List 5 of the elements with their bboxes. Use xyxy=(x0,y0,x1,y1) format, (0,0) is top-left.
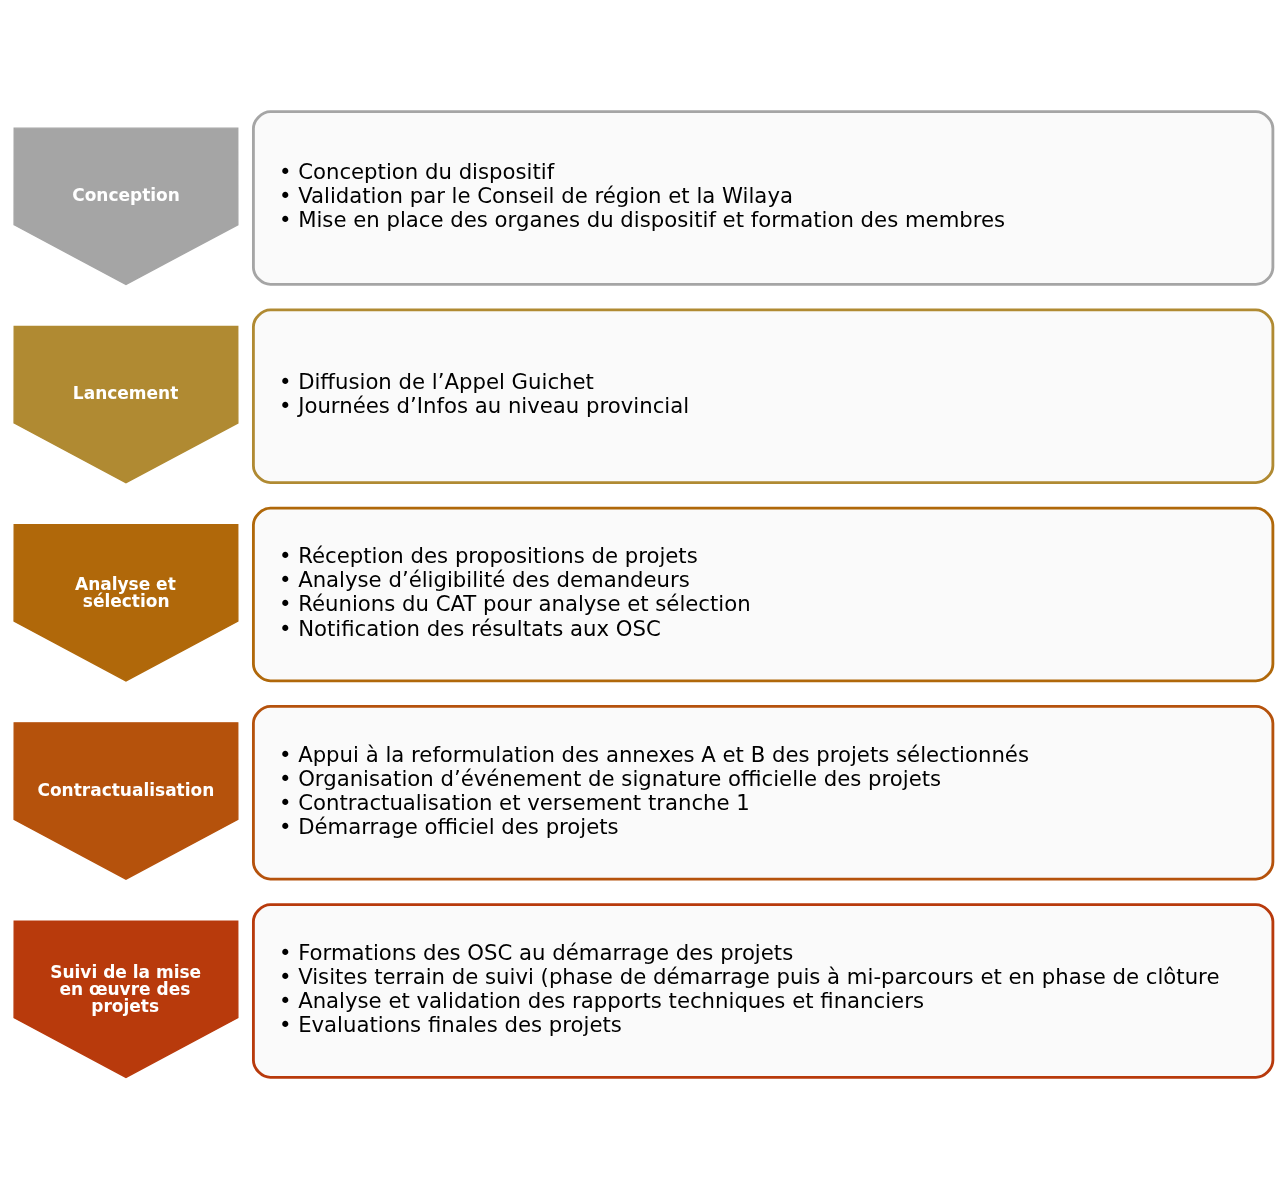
node-box: • Diffusion de l’Appel Guichet • Journées d’Infos au niveau provincial xyxy=(252,308,1275,484)
node-box: • Conception du dispositif • Validation par le Conseil de région et la Wilaya • Mise en place des organes du dispositif et formation des membres xyxy=(252,109,1275,286)
node-box: • Réception des propositions de projets • Analyse d’éligibilité des demandeurs • Réunions du CAT pour analyse et sélection • Notification des résultats aux OSC xyxy=(252,506,1275,682)
node-box: • Formations des OSC au démarrage des projets • Visites terrain de suivi (phase de démarrage puis à mi-parcours et en phase de clôture • Analyse et validation des rapports techniques et financiers • Evaluations finales des projets xyxy=(252,902,1275,1079)
node-box: • Appui à la reformulation des annexes A et B des projets sélectionnés • Organisation d’événement de signature officielle des projets • Contractualisation et versement tranche 1 • Démarrage officiel des projets xyxy=(252,704,1275,880)
